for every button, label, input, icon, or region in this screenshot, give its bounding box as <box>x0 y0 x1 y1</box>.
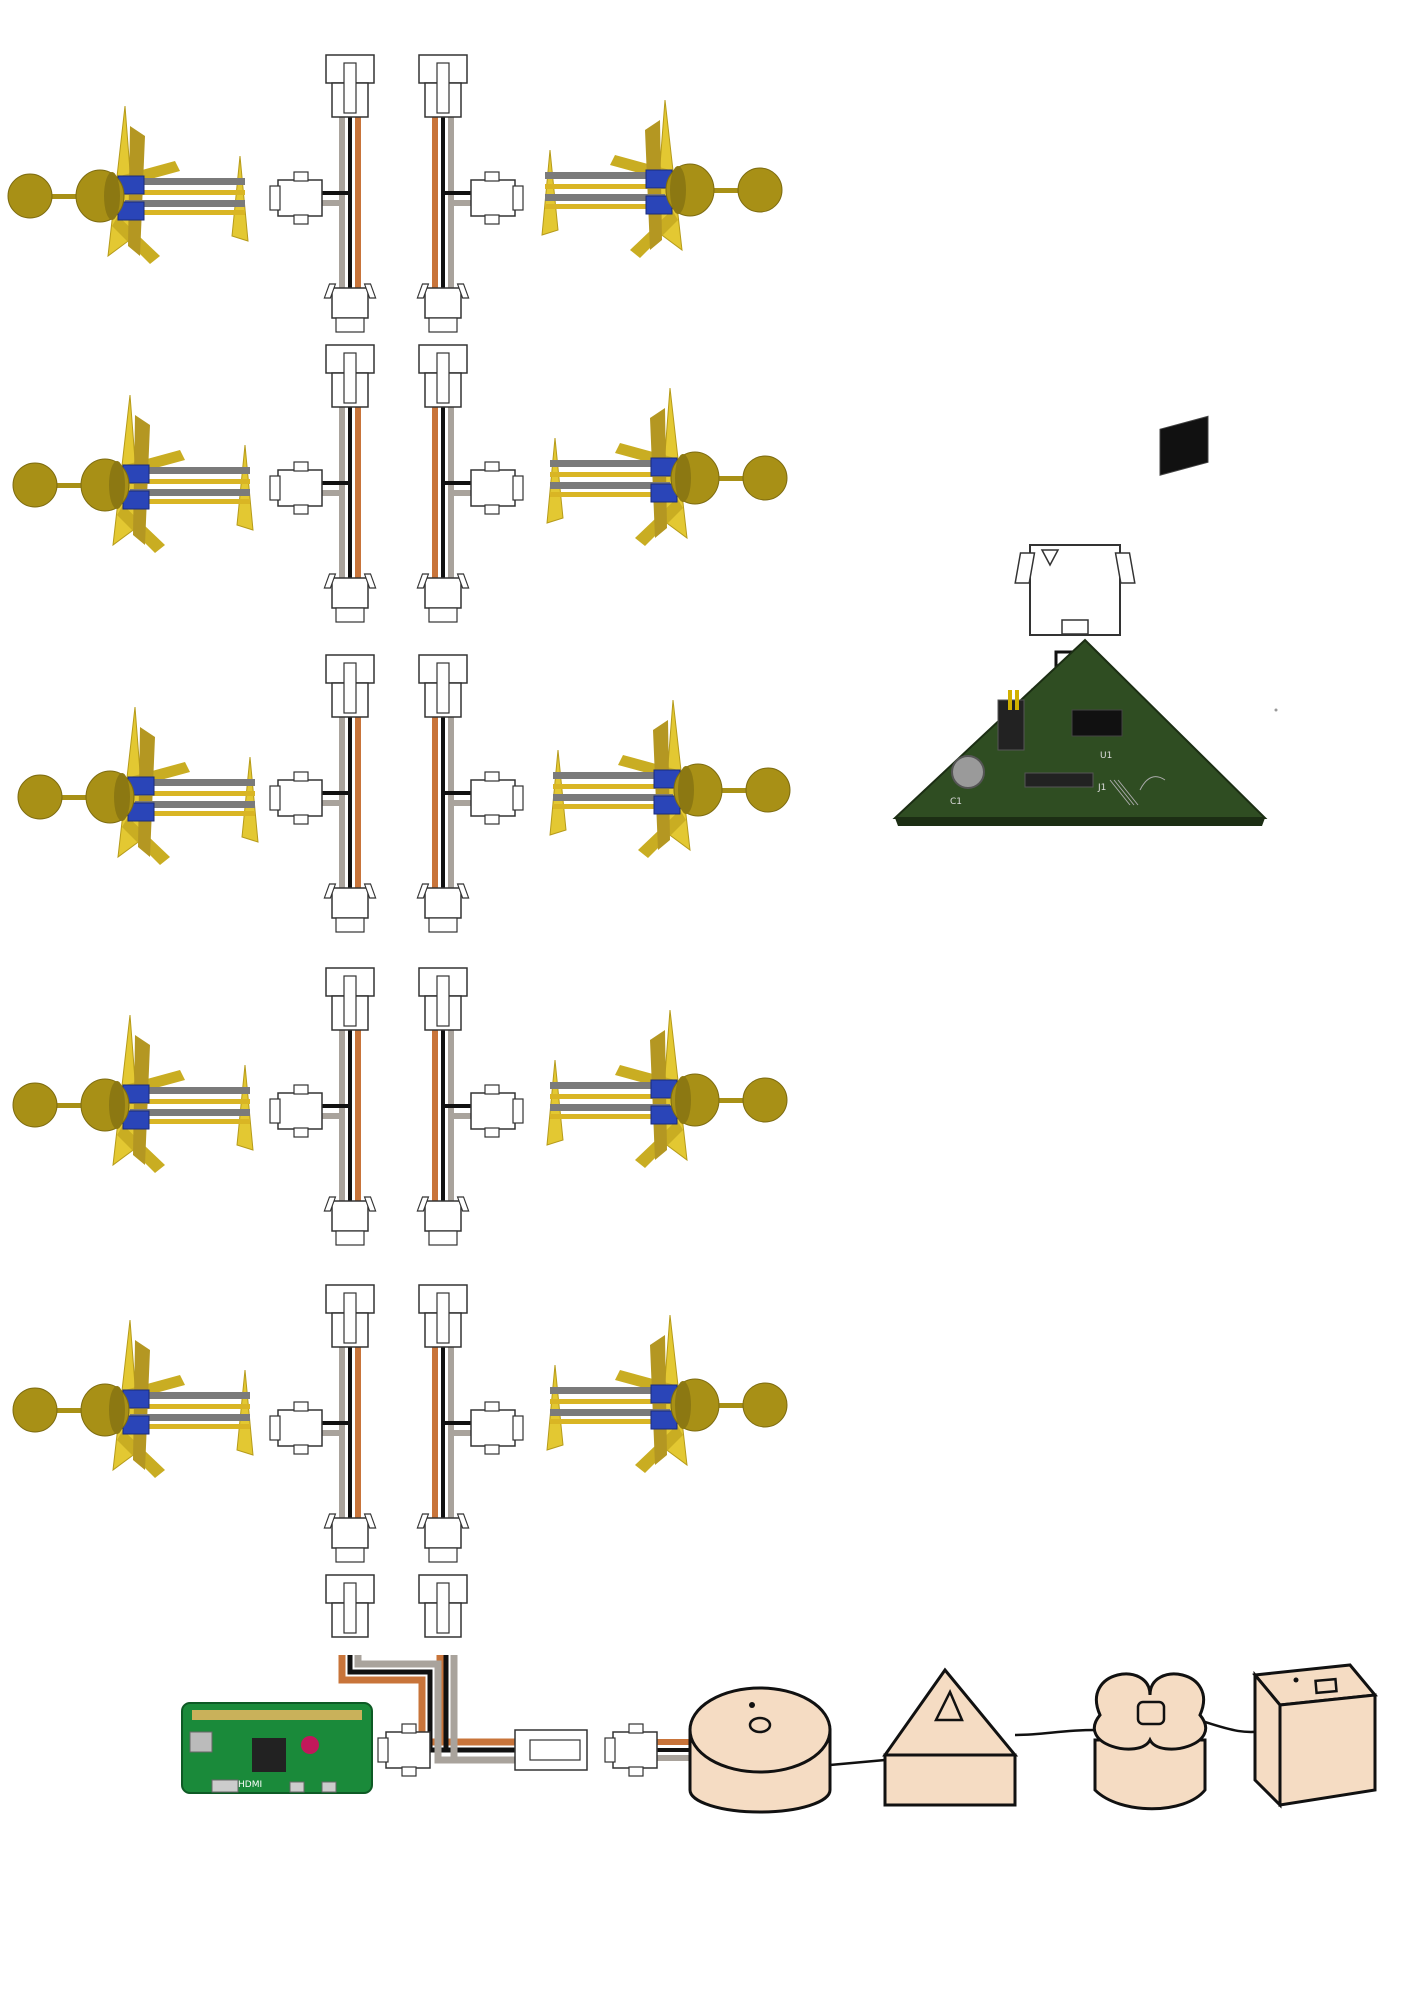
raspberry-pi-zero: HDMI <box>182 1703 372 1793</box>
wire-column-row-1 <box>270 55 523 332</box>
stray-mark <box>1275 709 1278 712</box>
paddle-switch-right <box>547 1315 787 1473</box>
connector-plug <box>419 968 467 1030</box>
pcb-header-connector <box>1015 545 1135 635</box>
connector-plug <box>419 345 467 407</box>
connector-socket <box>417 884 468 932</box>
connector-plug <box>326 655 374 717</box>
cylinder-block <box>690 1688 830 1812</box>
triangle-block <box>885 1670 1015 1805</box>
connector-plug <box>419 655 467 717</box>
connector-plug <box>326 1575 374 1637</box>
switch-module-row-2 <box>13 388 787 553</box>
paddle-switch-right <box>547 1010 787 1168</box>
figure-eight-block <box>1094 1674 1205 1809</box>
connector-socket <box>324 1197 375 1245</box>
connector-socket <box>324 284 375 332</box>
box-block <box>1255 1665 1375 1805</box>
side-connector <box>270 1402 322 1454</box>
connector-plug <box>419 1285 467 1347</box>
connector-plug <box>326 968 374 1030</box>
connector-plug <box>326 55 374 117</box>
wire-column-row-2 <box>270 345 523 622</box>
side-connector <box>471 1402 523 1454</box>
side-connector <box>471 1085 523 1137</box>
side-connector <box>471 172 523 224</box>
connector-socket <box>417 1197 468 1245</box>
connector-socket <box>417 1514 468 1562</box>
side-connector <box>270 772 322 824</box>
connector-socket <box>417 284 468 332</box>
connector-socket <box>378 1724 430 1776</box>
connector-socket <box>605 1724 657 1776</box>
paddle-switch-left <box>8 106 248 264</box>
pcb-assembly: C1 J1 U1 <box>895 416 1265 826</box>
connector-socket <box>324 574 375 622</box>
switch-module-row-3 <box>18 700 790 865</box>
side-connector <box>270 462 322 514</box>
connector-socket <box>324 884 375 932</box>
paddle-switch-left <box>13 395 253 553</box>
wire-column-row-5 <box>270 1285 523 1562</box>
switch-module-row-5 <box>13 1315 787 1478</box>
paddle-switch-right <box>542 100 782 258</box>
j1-label: J1 <box>1097 783 1106 793</box>
inline-connector <box>515 1730 587 1770</box>
switch-module-row-4 <box>13 1010 787 1173</box>
u1-label: U1 <box>1100 751 1112 761</box>
paddle-switch-left <box>13 1320 253 1478</box>
side-connector <box>471 462 523 514</box>
raspberry-logo-icon <box>301 1736 319 1754</box>
shape-blocks <box>690 1665 1375 1812</box>
paddle-switch-right <box>550 700 790 858</box>
connector-socket <box>324 1514 375 1562</box>
wire-column-row-4 <box>270 968 523 1245</box>
connector-plug <box>326 1285 374 1347</box>
paddle-switch-left <box>18 707 258 865</box>
connector-plug <box>419 1575 467 1637</box>
wire-harness <box>270 55 523 1562</box>
hdmi-label: HDMI <box>238 1780 262 1790</box>
side-connector <box>270 1085 322 1137</box>
wire-column-row-3 <box>270 655 523 932</box>
c1-label: C1 <box>950 797 962 807</box>
side-connector <box>270 172 322 224</box>
paddle-switch-right <box>547 388 787 546</box>
switch-module-row-1 <box>8 100 782 264</box>
side-connector <box>471 772 523 824</box>
paddle-switch-left <box>13 1015 253 1173</box>
connector-plug <box>326 345 374 407</box>
connector-socket <box>417 574 468 622</box>
connector-plug <box>419 55 467 117</box>
